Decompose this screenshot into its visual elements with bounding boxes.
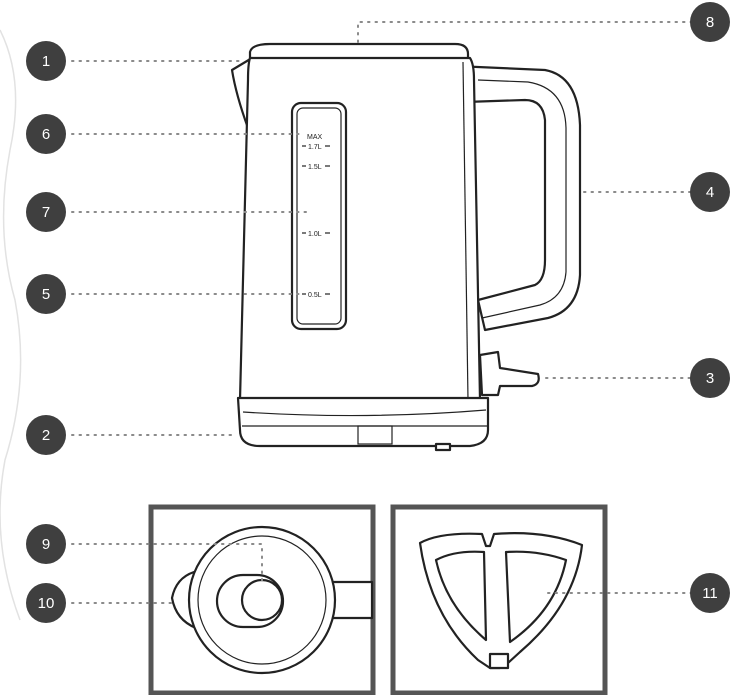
base-notch xyxy=(357,425,393,445)
handle-inner-grip xyxy=(477,79,567,319)
kettle-body xyxy=(238,56,482,402)
callout-11-label: 11 xyxy=(702,585,718,602)
callout-6: 6 xyxy=(26,114,66,154)
callout-5-label: 5 xyxy=(42,286,50,303)
callout-5: 5 xyxy=(26,274,66,314)
kettle-handle xyxy=(453,64,582,332)
scale-label-max: MAX xyxy=(307,134,323,141)
top-view-lid-ring xyxy=(197,535,327,665)
water-level-scale: MAX 1.7L 1.5L 1.0L 0.5L xyxy=(302,134,330,299)
power-switch xyxy=(478,350,540,397)
base-ring xyxy=(242,409,487,417)
callout-10: 10 xyxy=(26,583,66,623)
scale-label-1-5l: 1.5L xyxy=(308,164,322,171)
scale-label-0-5l: 0.5L xyxy=(308,292,322,299)
background-curve xyxy=(0,29,22,621)
filter-tab xyxy=(488,652,510,670)
lid-open-button xyxy=(240,578,284,622)
base-foot xyxy=(434,442,452,452)
water-level-window-inner xyxy=(296,107,342,325)
water-level-window xyxy=(290,101,348,331)
scale-label-1-0l: 1.0L xyxy=(308,231,322,238)
filter-frame xyxy=(418,532,584,670)
callout-8: 8 xyxy=(690,2,730,42)
callout-11: 11 xyxy=(690,573,730,613)
kettle-illustration: MAX 1.7L 1.5L 1.0L 0.5L xyxy=(230,42,582,452)
scale-label-1-7l: 1.7L xyxy=(308,144,322,151)
callout-1-label: 1 xyxy=(42,53,50,70)
callout-3-label: 3 xyxy=(706,370,714,387)
leader-9 xyxy=(71,543,263,583)
callout-6-label: 6 xyxy=(42,126,50,143)
limescale-filter xyxy=(418,532,584,670)
filter-mesh-left xyxy=(434,550,488,642)
callout-9: 9 xyxy=(26,524,66,564)
callout-8-label: 8 xyxy=(706,14,714,31)
filter-mesh-right xyxy=(504,550,568,644)
body-seam xyxy=(462,61,469,401)
filter-view-frame xyxy=(390,504,608,695)
callout-7-label: 7 xyxy=(42,204,50,221)
callout-10-label: 10 xyxy=(38,595,55,612)
callout-2-label: 2 xyxy=(42,427,50,444)
callout-7: 7 xyxy=(26,192,66,232)
kettle-top-view xyxy=(170,525,374,675)
callout-4: 4 xyxy=(690,172,730,212)
callout-9-label: 9 xyxy=(42,536,50,553)
callout-2: 2 xyxy=(26,415,66,455)
kettle-base xyxy=(236,396,490,448)
leader-8 xyxy=(357,21,693,43)
callout-1: 1 xyxy=(26,41,66,81)
top-view-handle xyxy=(328,580,374,620)
callout-4-label: 4 xyxy=(706,184,714,201)
callout-3: 3 xyxy=(690,358,730,398)
